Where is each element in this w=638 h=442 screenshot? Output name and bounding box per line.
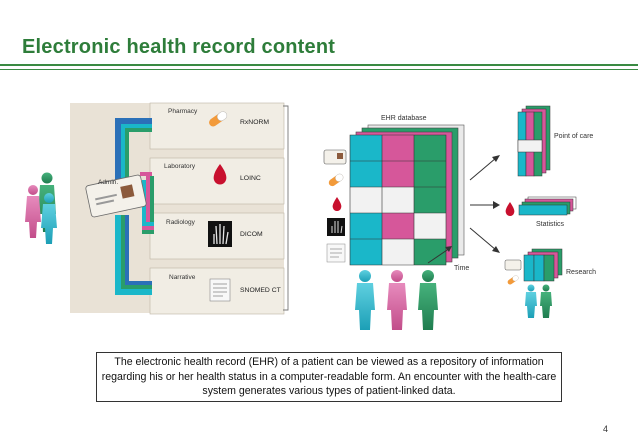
standard-label-dicom: DICOM <box>240 231 263 238</box>
output-arrows <box>469 155 500 253</box>
standard-label-loinc: LOINC <box>240 175 261 182</box>
patient-group-bottom <box>355 270 438 330</box>
output-label-statistics: Statistics <box>536 221 565 228</box>
blood-drop-icon <box>213 164 227 185</box>
xray-hand-icon <box>208 221 232 247</box>
statistics-blood-drop-icon <box>505 202 515 216</box>
output-label-point-of-care: Point of care <box>554 133 593 140</box>
standard-label-snomed: SNOMED CT <box>240 287 281 294</box>
source-label-narrative: Narrative <box>169 274 196 281</box>
ehr-database-cube <box>349 124 465 266</box>
page-number: 4 <box>602 424 608 434</box>
statistics-chart <box>518 196 577 216</box>
caption-box: The electronic health record (EHR) of a … <box>96 352 562 402</box>
time-arrowhead <box>445 246 452 252</box>
source-label-radiology: Radiology <box>166 219 196 226</box>
source-label-laboratory: Laboratory <box>164 163 196 170</box>
source-label-pharmacy: Pharmacy <box>168 108 198 115</box>
document-icon <box>209 278 231 302</box>
time-axis <box>427 247 451 264</box>
time-label: Time <box>454 265 469 272</box>
title-divider-thin <box>0 69 638 70</box>
slide-title: Electronic health record content <box>22 36 336 58</box>
research-icons <box>504 259 522 285</box>
output-label-research: Research <box>566 269 596 276</box>
research-chart <box>523 248 563 282</box>
data-input-icons <box>323 149 347 263</box>
database-label: EHR database <box>381 115 427 122</box>
admin-card <box>85 174 147 218</box>
research-patients <box>525 284 552 318</box>
standard-label-rxnorm: RxNORM <box>240 119 269 126</box>
title-divider <box>0 64 638 66</box>
point-of-care-chart <box>517 105 551 177</box>
bracket <box>283 105 289 311</box>
patient-group-left <box>25 172 57 244</box>
pill-icon <box>209 111 228 127</box>
admin-label: Admin. <box>98 179 118 186</box>
